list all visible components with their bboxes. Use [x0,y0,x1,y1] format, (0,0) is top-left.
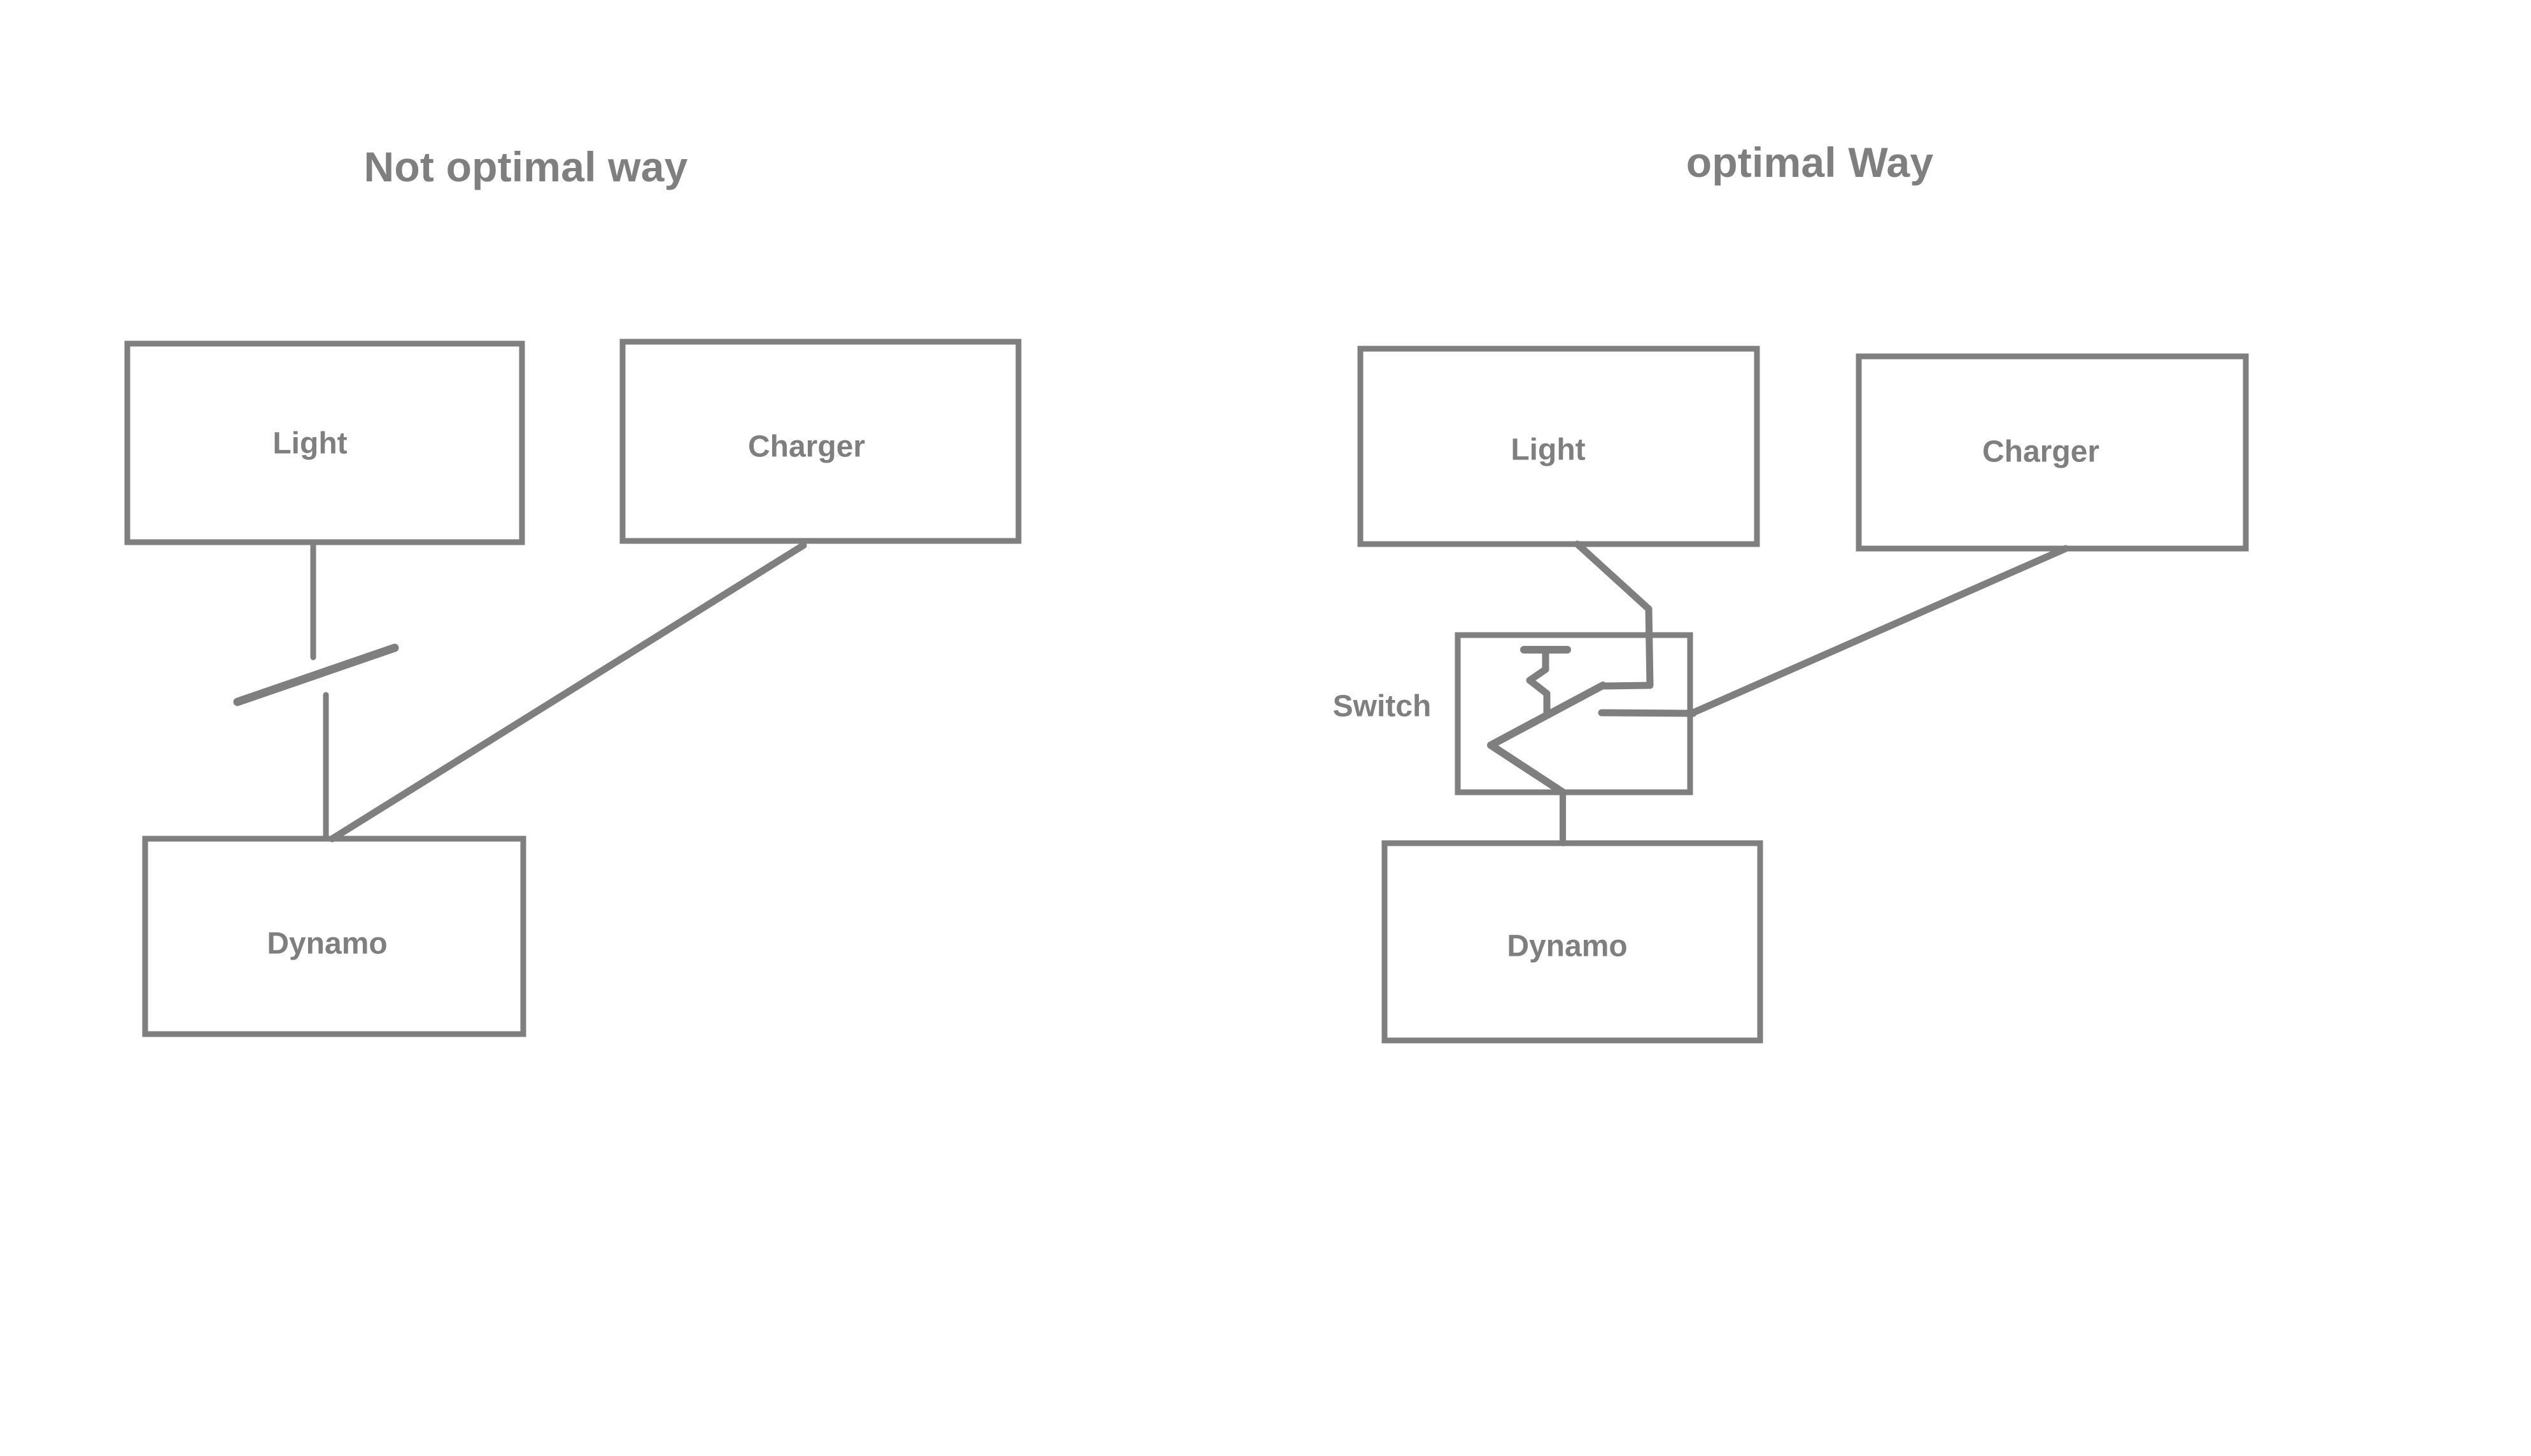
right-wire-light-to-switch [1574,540,1654,690]
right-dynamo-label: Dynamo [1507,929,1628,963]
right-charger-label: Charger [1982,435,2100,469]
left-charger-box[interactable] [619,339,1022,544]
panel-right [1357,346,2249,1044]
panel-left [124,339,1022,1037]
right-switch-lever-icon[interactable] [1487,682,1607,796]
right-panel-title: optimal Way [1686,139,1934,186]
left-charger-label: Charger [747,430,866,464]
right-light-label: Light [1511,433,1586,467]
left-dynamo-label: Dynamo [267,927,388,961]
right-switch-label: Switch [1332,689,1432,724]
right-switch-spring-icon [1526,646,1551,719]
right-charger-box[interactable] [1856,353,2249,552]
left-panel-title: Not optimal way [363,143,688,190]
right-dynamo-box[interactable] [1381,840,1763,1044]
left-open-switch-blade-icon[interactable] [233,643,399,706]
left-wire-charger-to-dynamo [328,542,807,843]
right-light-box[interactable] [1357,346,1760,547]
left-light-label: Light [272,426,348,461]
right-wire-charger-to-switch [1686,545,2069,718]
left-light-box[interactable] [124,340,525,545]
